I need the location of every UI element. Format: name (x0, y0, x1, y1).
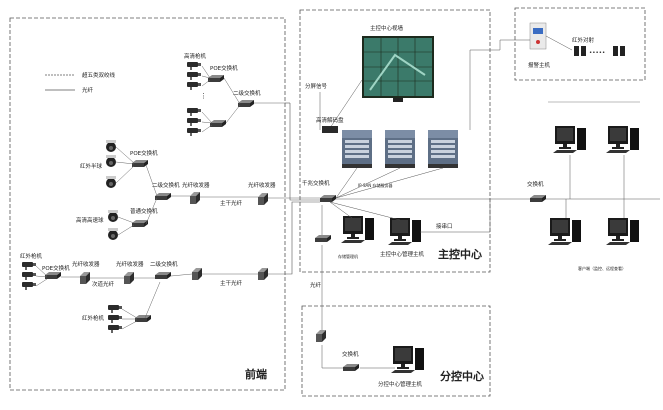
client-links (565, 155, 625, 218)
ir-detector-icon: ••••• (574, 46, 625, 56)
speed-dome-icon (108, 210, 118, 222)
fiber-tx-bot2-label: 光纤收发器 (116, 260, 144, 268)
speed-dome-icon (108, 228, 118, 240)
fiber-tx-bot1-icon (80, 272, 90, 284)
storage-mgmt-pc-label: 存储管理机 (338, 253, 358, 259)
fiber-tx-mid-label: 光纤收发器 (182, 181, 210, 189)
video-wall-label: 主控中心视墙 (370, 24, 404, 32)
l2-switch-bot-icon (155, 272, 171, 279)
ir-gun-2-label: 红外枪机 (82, 314, 105, 322)
trunk-links (285, 102, 320, 275)
legend-cat5-label: 超五类双绞线 (82, 71, 116, 79)
video-wall-screen (362, 36, 434, 102)
poe-switch-top2-icon (210, 120, 226, 127)
fiber-tx-control-icon (315, 235, 331, 242)
ir-detector-label: 红外对射 (572, 36, 595, 44)
sub-switch-icon (343, 364, 359, 371)
client-caption: 客户端（监控、远程查看） (578, 265, 626, 271)
sub-region-box (301, 305, 491, 397)
storage-mgmt-pc-icon (341, 216, 374, 243)
hd-camera-icon (187, 62, 201, 136)
speed-dome-label: 高清高速球 (76, 216, 104, 224)
mid-links (115, 146, 320, 236)
l2-switch-mid-label: 二级交换机 (152, 181, 180, 189)
storage-server-icon (385, 130, 415, 168)
fiber-tx-mid2-icon (258, 193, 268, 205)
gig-switch-icon (320, 195, 336, 202)
storage-server-icon (342, 130, 372, 168)
split-signal-label: 分屏信号 (305, 82, 328, 90)
gig-switch-label: 千兆交换机 (302, 179, 330, 187)
client-pc-icon (553, 126, 586, 153)
l2-switch-top-label: 二级交换机 (233, 89, 261, 97)
control-region-box (299, 9, 491, 273)
hd-camera-label: 高清枪机 (184, 52, 207, 60)
poe-switch-bot-label: POE交换机 (42, 264, 70, 272)
control-mgmt-pc-icon (388, 218, 421, 245)
fiber-tx-bot3-icon (192, 268, 202, 280)
legend-fiber-label: 光纤 (82, 86, 94, 94)
sub-switch-label: 交换机 (342, 350, 359, 358)
ir-dome-icon (106, 176, 116, 188)
alarm-region-box (514, 7, 646, 81)
sub-fiber-tx-icon (316, 330, 326, 342)
front-region-label: 前端 (245, 367, 267, 381)
client-switch-label: 交换机 (527, 180, 544, 188)
control-links (321, 167, 660, 235)
ir-gun-icon (22, 262, 36, 290)
front-region-box (9, 17, 286, 391)
ir-dome-icon (106, 155, 116, 167)
control-mgmt-pc-label: 主控中心管理主机 (380, 250, 425, 258)
poe-switch-bot2-icon (135, 315, 151, 322)
ir-gun-2-icon (108, 305, 122, 333)
poe-switch-mid-label: POE交换机 (130, 149, 158, 157)
poe-switch-bot-icon (45, 272, 61, 279)
sub-mgmt-pc-icon (391, 346, 424, 373)
client-pc-icon (606, 126, 639, 153)
sub-mgmt-pc-label: 分控中心管理主机 (378, 380, 423, 388)
ir-dome-icon (106, 140, 116, 152)
alarm-links (469, 35, 573, 130)
storage-server-label: IP-SAN 存储服务器 (358, 182, 393, 188)
port-label: 接串口 (436, 222, 453, 230)
storage-server-icon (428, 130, 458, 168)
trunk-fiber-1-label: 主干光纤 (220, 199, 243, 207)
fiber-tx-bot4-icon (258, 268, 268, 280)
fiber-tx-bot2-icon (124, 272, 134, 284)
fiber-tx-mid2-label: 光纤收发器 (248, 181, 276, 189)
hd-decoder-label: 高清解码盘 (316, 116, 344, 124)
secondary-fiber-label: 次道光纤 (92, 280, 115, 288)
sub-links (321, 245, 395, 369)
sub-region-label: 分控中心 (440, 369, 484, 383)
control-region-label: 主控中心 (438, 247, 482, 261)
l2-switch-mid-icon (155, 193, 171, 200)
client-pc-icon (548, 218, 581, 245)
alarm-host-icon (529, 22, 547, 50)
ir-dome-label: 红外半球 (80, 162, 103, 170)
poe-switch-mid-icon (132, 160, 148, 167)
poe-switch-top-label: POE交换机 (210, 64, 238, 72)
fiber-tx-bot1-label: 光纤收发器 (72, 260, 100, 268)
fiber-tx-mid-icon (190, 192, 200, 204)
l2-switch-bot-label: 二级交换机 (150, 260, 178, 268)
svg-text:•••••: ••••• (589, 50, 605, 56)
normal-switch-icon (132, 220, 148, 227)
sub-fiber-label: 光纤 (310, 281, 322, 289)
top-cluster-links (201, 65, 285, 133)
normal-switch-label: 普通交换机 (130, 207, 158, 215)
trunk-fiber-2-label: 主干光纤 (220, 279, 243, 287)
ir-gun-label: 红外枪机 (20, 252, 43, 260)
bottom-links (35, 265, 285, 330)
decoder-wall-line (329, 79, 363, 129)
ellipsis-dots: ⋮ (200, 92, 207, 100)
client-switch-icon (530, 195, 546, 202)
client-pc-icon (606, 218, 639, 245)
poe-switch-top-icon (208, 75, 224, 82)
hd-decoder-icon (322, 126, 338, 133)
alarm-host-label: 报警主机 (528, 61, 551, 69)
l2-switch-top-icon (238, 100, 254, 107)
